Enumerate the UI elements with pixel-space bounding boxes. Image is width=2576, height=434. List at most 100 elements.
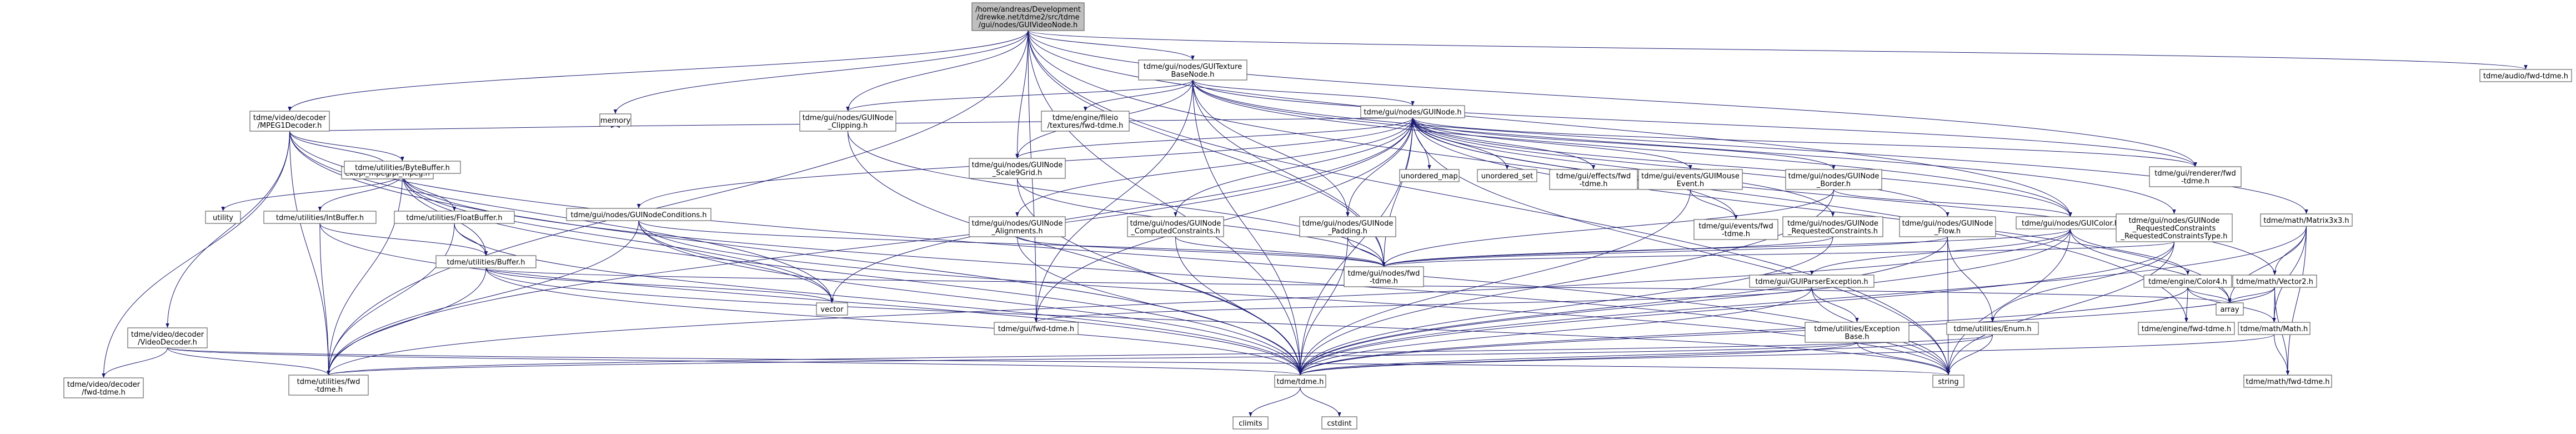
- edge-root-to-utilfwd: [327, 30, 1029, 376]
- node-label: BaseNode.h: [1171, 71, 1215, 79]
- node-array[interactable]: array: [2216, 302, 2244, 316]
- node-vector2[interactable]: tdme/math/Vector2.h: [2232, 275, 2317, 288]
- node-string[interactable]: string: [1932, 375, 1964, 388]
- node-mathh[interactable]: tdme/math/Math.h: [2238, 322, 2311, 335]
- node-label: tdme/utilities/FloatBuffer.h: [406, 214, 502, 222]
- node-fileio[interactable]: tdme/engine/fileio/textures/fwd-tdme.h: [1041, 111, 1130, 132]
- edge-bytebuffer-to-intbuffer: [318, 173, 403, 212]
- node-label: tdme/gui/nodes/GUINode: [1302, 220, 1394, 228]
- edge-parserexc-to-guifwd: [1034, 287, 1812, 323]
- node-parserexc[interactable]: tdme/gui/GUIParserException.h: [1749, 275, 1875, 288]
- node-label: tdme/gui/nodes/GUINode: [1788, 172, 1880, 181]
- node-box: [1749, 275, 1875, 288]
- node-videodecoder[interactable]: tdme/video/decoder/VideoDecoder.h: [127, 327, 208, 348]
- edge-matrix3x3-to-array: [2228, 226, 2307, 303]
- node-root[interactable]: /home/andreas/Development/drewke.net/tdm…: [971, 2, 1085, 31]
- node-audio[interactable]: tdme/audio/fwd-tdme.h: [2479, 69, 2572, 82]
- node-padding[interactable]: tdme/gui/nodes/GUINode_Padding.h: [1299, 216, 1396, 237]
- node-nodesfwd[interactable]: tdme/gui/nodes/fwd-tdme.h: [1344, 266, 1424, 287]
- node-mathfwd[interactable]: tdme/math/fwd-tdme.h: [2243, 375, 2332, 388]
- node-label: tdme/math/Vector2.h: [2236, 278, 2313, 286]
- node-buffer[interactable]: tdme/utilities/Buffer.h: [435, 255, 537, 268]
- edge-padding-to-tdmeh: [1298, 236, 1348, 376]
- node-box: [1899, 216, 1996, 237]
- node-box: [1127, 216, 1224, 237]
- edge-alignments-to-tdmeh: [1017, 236, 1302, 376]
- node-computed[interactable]: tdme/gui/nodes/GUINode_ComputedConstrain…: [1127, 216, 1224, 237]
- edge-texbase-to-padding: [1192, 79, 1350, 217]
- node-box: [2232, 275, 2317, 288]
- node-vector[interactable]: vector: [816, 302, 848, 316]
- node-scalegrid[interactable]: tdme/gui/nodes/GUINode_Scale9Grid.h: [969, 158, 1066, 179]
- node-cstdint[interactable]: cstdint: [1321, 416, 1357, 430]
- node-label: vector: [820, 306, 844, 314]
- edge-texbase-to-reqtype: [1192, 79, 2176, 214]
- edge-guinode-to-border: [1412, 117, 1836, 170]
- edge-computed-to-nodesfwd: [1175, 236, 1386, 267]
- node-utility[interactable]: utility: [205, 211, 241, 224]
- node-unordered_map[interactable]: unordered_map: [1399, 169, 1460, 182]
- node-enginefwd[interactable]: tdme/engine/fwd-tdme.h: [2138, 322, 2235, 335]
- edge-conditions-to-utilfwd: [327, 220, 639, 376]
- node-box: [2116, 213, 2233, 242]
- node-label: tdme/video/decoder: [253, 114, 327, 122]
- node-box: [1805, 322, 1910, 343]
- node-effects[interactable]: tdme/gui/effects/fwd-tdme.h: [1549, 169, 1638, 190]
- edge-mpeg1-to-plmpeg: [289, 131, 389, 167]
- node-intbuffer[interactable]: tdme/utilities/IntBuffer.h: [263, 211, 377, 224]
- node-box: [263, 211, 377, 224]
- node-mpeg1[interactable]: tdme/video/decoder/MPEG1Decoder.h: [249, 111, 330, 132]
- node-flow[interactable]: tdme/gui/nodes/GUINode_Flow.h: [1899, 216, 1996, 237]
- edge-guicolor-to-array: [2070, 228, 2232, 303]
- node-guifwd[interactable]: tdme/gui/fwd-tdme.h: [994, 322, 1079, 335]
- node-label: /home/andreas/Development: [975, 6, 1081, 14]
- edge-guinode-to-eventsfwd: [1412, 117, 1738, 220]
- node-label: tdme/utilities/Buffer.h: [447, 258, 525, 267]
- node-climits[interactable]: climits: [1232, 416, 1269, 430]
- node-requested[interactable]: tdme/gui/nodes/GUINode_RequestedConstrai…: [1782, 216, 1883, 237]
- edge-videodecoder-to-utilfwd: [167, 347, 330, 376]
- node-rendererfwd[interactable]: tdme/gui/renderer/fwd-tdme.h: [2149, 166, 2242, 187]
- node-label: tdme/video/decoder: [67, 381, 141, 389]
- node-memory[interactable]: memory: [599, 113, 632, 127]
- node-bytebuffer[interactable]: tdme/utilities/ByteBuffer.h: [344, 161, 461, 174]
- node-conditions[interactable]: tdme/gui/nodes/GUINodeConditions.h: [566, 208, 711, 221]
- node-matrix3x3[interactable]: tdme/math/Matrix3x3.h: [2260, 213, 2353, 227]
- edge-requested-to-nodesfwd: [1382, 236, 1833, 267]
- edge-guinode-to-nodesfwd: [1382, 117, 1413, 267]
- node-label: _Border.h: [1816, 180, 1851, 188]
- node-eventsfwd[interactable]: tdme/gui/events/fwd-tdme.h: [1693, 219, 1778, 240]
- node-vdfwd[interactable]: tdme/video/decoder/fwd-tdme.h: [63, 377, 144, 398]
- node-tdmeh[interactable]: tdme/tdme.h: [1274, 375, 1326, 388]
- node-box: [971, 2, 1085, 31]
- edge-enum-to-tdmeh: [1299, 334, 1993, 376]
- edge-mouseevent-to-tdmeh: [1298, 189, 1691, 376]
- edge-mpeg1-to-memory: [289, 124, 616, 132]
- node-color4[interactable]: tdme/engine/Color4.h: [2143, 275, 2232, 288]
- node-box: [1946, 322, 2039, 335]
- edge-guinode-to-tdmeh: [1298, 117, 1413, 376]
- node-clipping[interactable]: tdme/gui/nodes/GUINode_Clipping.h: [799, 111, 896, 132]
- node-box: [2238, 322, 2311, 335]
- node-label: Event.h: [1677, 180, 1705, 188]
- edge-floatbuffer-to-buffer: [454, 223, 488, 256]
- node-floatbuffer[interactable]: tdme/utilities/FloatBuffer.h: [394, 211, 515, 224]
- edge-guicolor-to-nodesfwd: [1382, 228, 2071, 267]
- node-label: tdme/gui/nodes/GUINode: [972, 161, 1063, 169]
- node-unordered_set[interactable]: unordered_set: [1477, 169, 1537, 182]
- node-border[interactable]: tdme/gui/nodes/GUINode_Border.h: [1785, 169, 1882, 190]
- node-label: memory: [600, 117, 631, 125]
- node-utilfwd[interactable]: tdme/utilities/fwd-tdme.h: [288, 375, 369, 396]
- node-guinode[interactable]: tdme/gui/nodes/GUINode.h: [1360, 105, 1465, 118]
- edge-guicolor-to-utilfwd: [327, 228, 2071, 376]
- node-box: [1932, 375, 1964, 388]
- node-reqtype[interactable]: tdme/gui/nodes/GUINode_RequestedConstrai…: [2116, 213, 2233, 242]
- node-alignments[interactable]: tdme/gui/nodes/GUINode_Alignments.h: [969, 216, 1066, 237]
- node-guicolor[interactable]: tdme/gui/nodes/GUIColor.h: [2016, 216, 2125, 230]
- edge-intbuffer-to-buffer: [319, 223, 488, 256]
- node-label: _Scale9Grid.h: [992, 169, 1042, 177]
- node-enum[interactable]: tdme/utilities/Enum.h: [1946, 322, 2039, 335]
